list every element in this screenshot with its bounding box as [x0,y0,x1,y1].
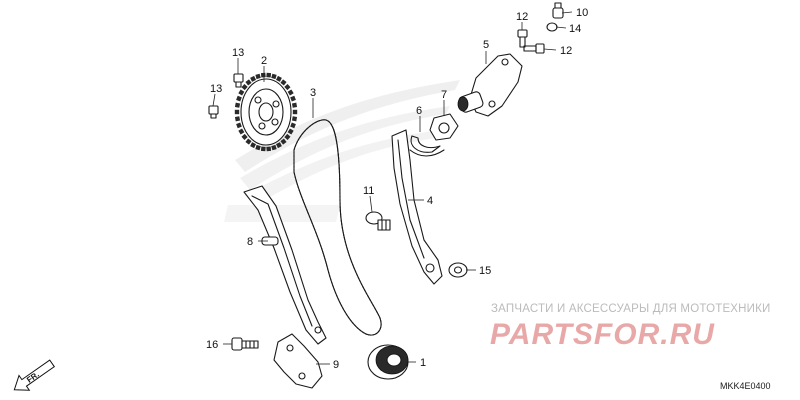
callout-8: 8 [247,236,253,248]
sprocket-tooth [290,95,296,102]
sprocket-tooth [245,79,252,86]
callout-11: 11 [363,185,374,197]
callout-14: 14 [569,23,581,35]
slipper-washer [448,262,468,278]
sprocket-tooth [234,109,240,115]
sprocket-tooth [245,138,252,145]
sprocket-tooth [241,133,248,141]
lifter-bolt-right [523,43,545,54]
drive-sprocket [367,344,409,380]
callout-3: 3 [310,87,316,99]
watermark-logo: PARTSFOR.RU [490,318,715,351]
sprocket-tooth [234,102,241,108]
sprocket-tooth [250,142,257,149]
sprocket-tooth [271,73,277,80]
sprocket-tooth [238,128,245,135]
sprocket-tooth [255,144,261,151]
sprocket-tooth [284,133,291,141]
callout-13-upper: 13 [232,47,244,59]
sprocket-tooth [275,142,282,149]
callout-10: 10 [576,7,588,19]
tensioner-lifter [457,53,523,117]
sealing-bolt [552,2,564,19]
sprocket-tooth [260,146,266,152]
callout-12-upper: 12 [516,11,528,23]
sprocket-tooth [291,116,298,122]
diagram-code: MKK4E0400 [720,381,771,391]
watermark-caption: ЗАПЧАСТИ И АКСЕССУАРЫ ДЛЯ МОТОТЕХНИКИ [491,303,771,315]
sprocket-tooth [287,89,294,96]
tensioner-gasket [429,113,459,141]
sprocket-tooth [291,102,298,108]
slipper-pivot-bolt [365,211,391,231]
sprocket-tooth [284,83,291,91]
sprocket-tooth [238,89,245,96]
callout-5: 5 [483,39,489,51]
cam-sprocket [234,72,298,152]
callout-4: 4 [427,195,433,207]
callout-9: 9 [333,359,339,371]
callout-16: 16 [206,339,218,351]
tensioner-slipper [391,129,443,285]
callout-7: 7 [441,89,447,101]
callout-12-right: 12 [560,45,572,57]
sprocket-tooth [275,75,282,82]
callout-labels: 1 2 3 4 5 6 7 8 9 10 11 12 12 13 13 14 1… [206,7,588,371]
lifter-bolt-upper [517,29,528,48]
sprocket-tooth [236,122,242,129]
callout-13-lower: 13 [210,83,222,95]
sprocket-tooth [266,146,272,152]
sprocket-tooth [234,116,241,122]
sprocket-tooth [241,83,248,91]
sealing-washer [546,22,558,32]
sprocket-tooth [255,73,261,80]
leader-lines [212,11,573,365]
sprocket-tooth [290,122,296,129]
sprocket-bolt-upper [233,73,244,88]
sprocket-tooth [250,75,257,82]
sprocket-tooth [287,128,294,135]
sprocket-tooth [266,72,272,78]
sprocket-tooth [271,144,277,151]
front-direction-arrow: FR. [13,359,56,391]
sprocket-tooth [260,72,266,78]
guide-bracket-bolt [231,337,259,351]
tensioner-clip [409,135,445,157]
guide-bracket [273,333,323,389]
sprocket-tooth [236,95,242,102]
sprocket-tooth [280,79,287,86]
callout-15: 15 [479,265,491,277]
sprocket-bolt-lower [208,105,219,119]
callout-6: 6 [416,105,422,117]
cam-chain [293,119,382,336]
sprocket-tooth [292,109,298,115]
cam-chain-guide [243,185,327,345]
sprocket-tooth [280,138,287,145]
callout-1: 1 [420,357,426,369]
callout-2: 2 [261,55,267,67]
